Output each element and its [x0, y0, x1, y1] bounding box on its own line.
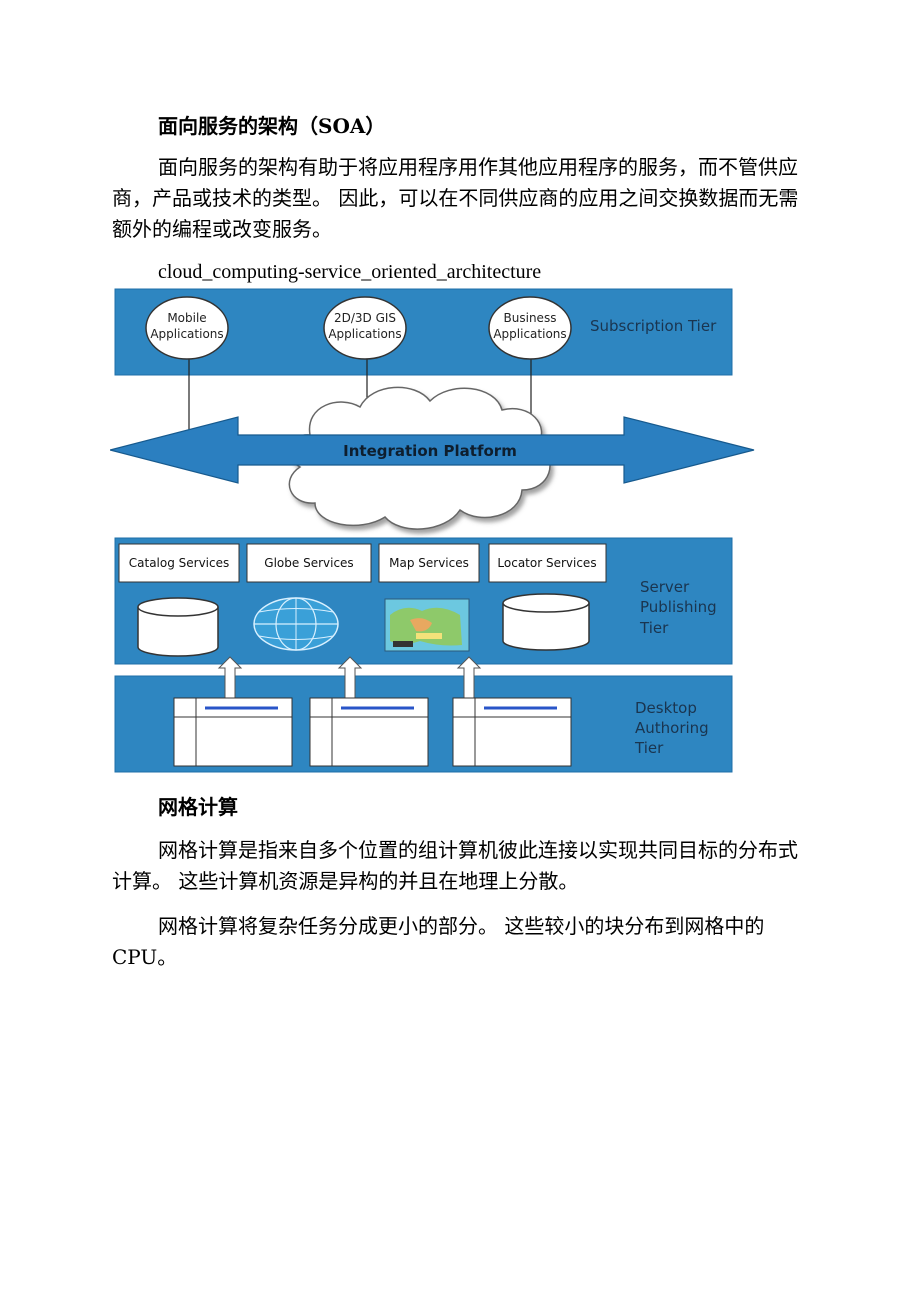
service-locator: Locator Services [488, 543, 607, 583]
integration-platform-arrow [110, 416, 755, 484]
app-gis: 2D/3D GIS Applications [323, 296, 407, 360]
integration-platform-label: Integration Platform [343, 442, 517, 460]
desktop-tier-label-2: Authoring [635, 719, 709, 737]
service-catalog-label: Catalog Services [129, 556, 230, 570]
service-map: Map Services [378, 543, 480, 583]
section-heading-soa: 面向服务的架构（SOA） [158, 114, 386, 138]
figure-caption: cloud_computing-service_oriented_archite… [158, 261, 542, 283]
app-gis-line1: 2D/3D GIS [334, 311, 396, 325]
globe-icon [253, 597, 339, 651]
desktop-doc-3 [452, 697, 572, 767]
service-map-label: Map Services [389, 556, 469, 570]
subscription-tier-label: Subscription Tier [590, 317, 717, 335]
locator-database-icon [502, 593, 590, 651]
desktop-tier-label-1: Desktop [635, 699, 697, 717]
server-tier-label-3: Tier [639, 619, 669, 637]
service-globe-label: Globe Services [264, 556, 353, 570]
app-mobile-line1: Mobile [167, 311, 206, 325]
desktop-doc-1 [173, 697, 293, 767]
grid-paragraph-2: 网格计算将复杂任务分成更小的部分。 这些较小的块分布到网格中的CPU。 [112, 914, 765, 969]
section-heading-grid: 网格计算 [158, 795, 238, 819]
server-tier-label-2: Publishing [640, 598, 717, 616]
app-business-line1: Business [504, 311, 557, 325]
app-mobile-line2: Applications [150, 327, 223, 341]
desktop-tier-label-3: Tier [634, 739, 664, 757]
service-locator-label: Locator Services [497, 556, 596, 570]
soa-paragraph: 面向服务的架构有助于将应用程序用作其他应用程序的服务，而不管供应商，产品或技术的… [112, 155, 799, 241]
map-thumbnail-icon [384, 598, 470, 652]
server-tier-label-1: Server [640, 578, 690, 596]
desktop-doc-2 [309, 697, 429, 767]
app-business-line2: Applications [493, 327, 566, 341]
service-catalog: Catalog Services [118, 543, 240, 583]
app-gis-line2: Applications [328, 327, 401, 341]
app-business: Business Applications [488, 296, 572, 360]
service-globe: Globe Services [246, 543, 372, 583]
soa-diagram: Mobile Applications 2D/3D GIS Applicatio… [110, 288, 755, 773]
catalog-database-icon [137, 597, 219, 657]
app-mobile: Mobile Applications [145, 296, 229, 360]
grid-paragraph-1: 网格计算是指来自多个位置的组计算机彼此连接以实现共同目标的分布式计算。 这些计算… [112, 838, 798, 893]
